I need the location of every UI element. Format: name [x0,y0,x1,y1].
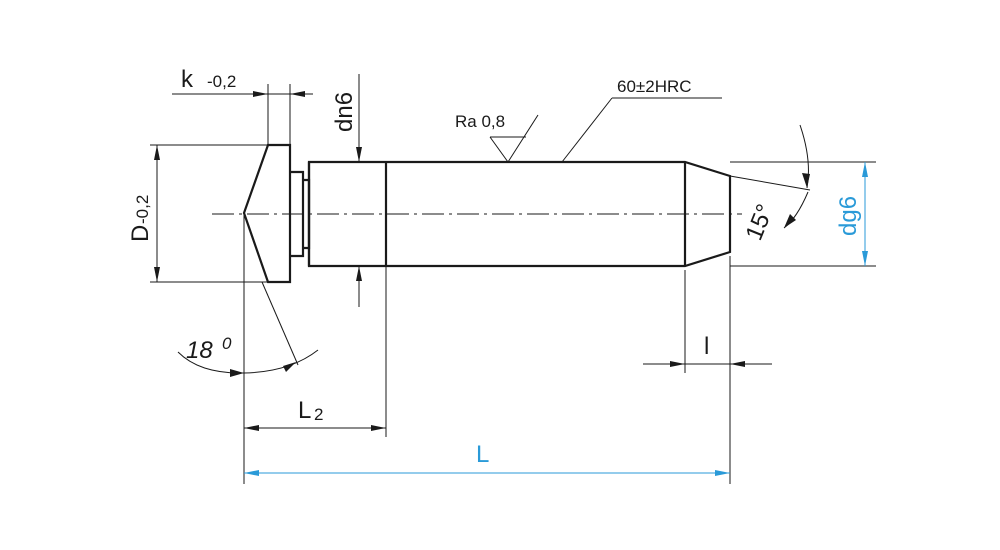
dimension-l: l [643,256,772,484]
L-label: L [476,441,489,468]
dimension-k: k -0,2 [172,66,313,145]
k-label: k [181,66,194,93]
part-outline [212,143,742,284]
L2-subscript: 2 [314,405,323,424]
l-label: l [704,333,709,360]
k-tolerance: -0,2 [207,72,236,91]
roughness-symbol: Ra 0,8 [455,112,539,163]
dimension-dn6: dn6 [331,74,362,307]
L2-label: L [298,397,311,424]
D-tolerance: -0,2 [133,195,152,224]
dimension-L2: L 2 [244,266,387,437]
D-label: D [127,225,154,242]
hardness-annotation: 60±2HRC [561,77,722,163]
dn6-label: dn6 [331,92,358,132]
dimension-dg6: dg6 [730,161,876,267]
point-angle-unit: 0 [222,334,232,353]
chamfer-angle-label: 15° [741,200,780,244]
point-angle: 18 0 [177,213,319,484]
chamfer-angle: 15° [729,124,811,244]
point-angle-label: 18 [186,337,213,364]
hardness-label: 60±2HRC [617,77,692,96]
dimension-L: L [244,441,730,476]
roughness-label: Ra 0,8 [455,112,505,131]
dimension-D: D -0,2 [127,144,268,283]
dg6-label: dg6 [835,196,862,236]
